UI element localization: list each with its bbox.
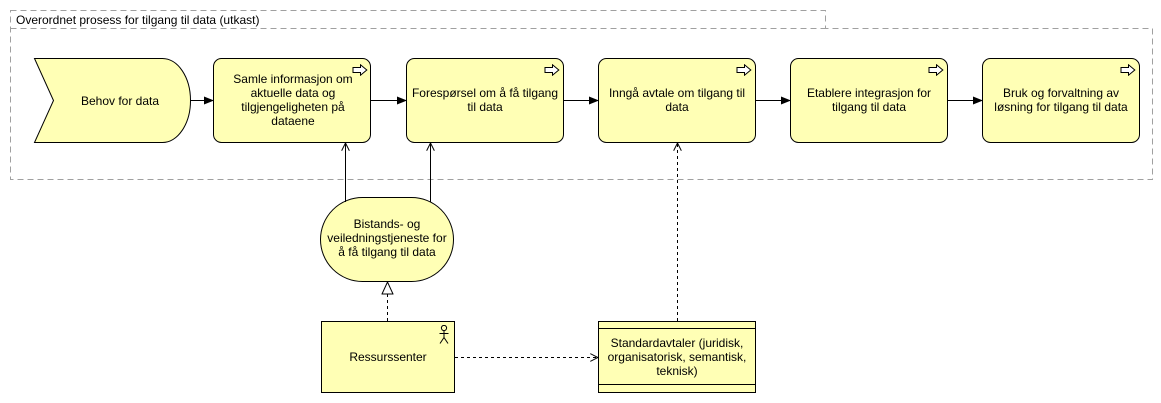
process-arrow-icon xyxy=(736,64,752,76)
process-arrow-icon xyxy=(544,64,560,76)
process-arrow-icon xyxy=(1120,64,1136,76)
event-shape[interactable] xyxy=(33,58,191,143)
process-arrow-icon xyxy=(352,64,368,76)
stick-figure-icon xyxy=(439,325,449,344)
process-label-1: Samle informasjon om aktuelle data og ti… xyxy=(233,72,353,128)
process-label-5: Bruk og forvaltning av løsning for tilga… xyxy=(994,86,1128,114)
process-label-2: Forespørsel om å få tilgang til data xyxy=(411,86,559,114)
event-label: Behov for data xyxy=(80,93,160,108)
actor-label: Ressurssenter xyxy=(349,350,427,364)
service-label: Bistands- og veiledningstjeneste for å f… xyxy=(327,217,447,259)
group-frame xyxy=(10,10,1153,180)
process-label-3: Inngå avtale om tilgang til data xyxy=(608,86,746,114)
actor-box[interactable] xyxy=(321,321,455,393)
contract-box[interactable] xyxy=(598,321,756,393)
contract-label: Standardavtaler (juridisk, organisatoris… xyxy=(607,336,747,378)
group-label: Overordnet prosess for tilgang til data … xyxy=(16,13,260,27)
process-label-4: Etablere integrasjon for tilgang til dat… xyxy=(806,86,932,114)
process-arrow-icon xyxy=(928,64,944,76)
